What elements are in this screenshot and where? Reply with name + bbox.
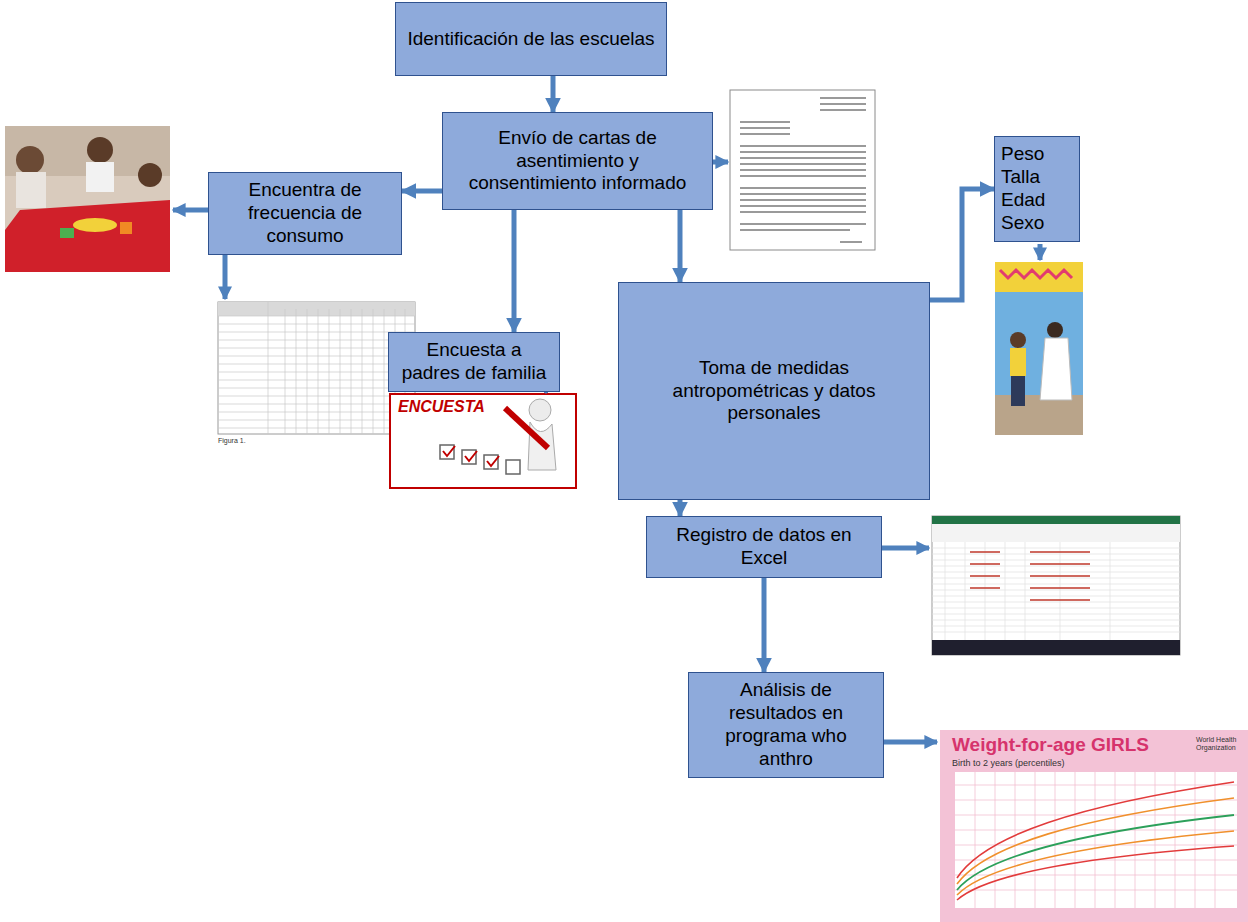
box-label: Encuentra de frecuencia de consumo [219, 179, 391, 247]
frequency-table-image [268, 302, 405, 434]
excel-screenshot [970, 552, 1090, 600]
box-label: Envío de cartas de asentimiento y consen… [453, 127, 702, 195]
excel-screenshot [945, 542, 1110, 640]
chart-title: Weight-for-age GIRLS [952, 734, 1149, 756]
measuring-photo [1010, 348, 1026, 376]
picture-arrows [223, 252, 228, 299]
growth-chart [957, 846, 1234, 900]
chart-subtitle: Birth to 2 years (percentiles) [952, 758, 1065, 768]
survey-image [506, 460, 520, 474]
excel-screenshot [932, 640, 1180, 655]
growth-chart [940, 730, 1248, 922]
flow-arrow [551, 76, 556, 112]
survey-image [505, 408, 548, 448]
process-box: Encuentra de frecuencia de consumo [208, 172, 402, 255]
letter-image [740, 98, 866, 242]
figure-caption: Figura 1. [218, 437, 246, 444]
growth-chart [955, 772, 1237, 908]
classroom-photo [5, 126, 170, 272]
box-text: Envío de cartas de asentimiento y consen… [453, 127, 702, 195]
classroom-photo [5, 200, 170, 272]
classroom-photo [120, 222, 132, 234]
measuring-photo [995, 262, 1083, 435]
flow-arrow [930, 189, 994, 300]
picture-arrows [1038, 244, 1043, 260]
growth-chart [975, 772, 1215, 908]
box-label: Identificación de las escuelas [407, 28, 654, 51]
flow-arrow [512, 210, 517, 332]
excel-screenshot [932, 516, 1180, 524]
survey-image [390, 394, 576, 488]
frequency-table-image [218, 302, 415, 316]
process-box: Análisis de resultados en programa who a… [688, 672, 884, 778]
picture-arrows [882, 546, 929, 551]
flow-arrow [678, 500, 683, 516]
measuring-photo [995, 262, 1083, 435]
box-label: Registro de datos en Excel [657, 524, 871, 570]
process-box: Envío de cartas de asentimiento y consen… [442, 112, 713, 210]
frequency-table-image [218, 302, 415, 434]
process-box: Registro de datos en Excel [646, 516, 882, 578]
classroom-photo [16, 172, 46, 208]
picture-arrows [884, 740, 937, 745]
box-label: Encuesta a padres de familia [399, 339, 549, 385]
box-text: Encuesta a padres de familia [399, 339, 549, 385]
letter-image [730, 90, 875, 250]
box-label: Toma de medidas antropométricas y datos … [629, 357, 919, 425]
process-box: Identificación de las escuelas [395, 2, 667, 76]
picture-arrows [713, 160, 728, 165]
survey-image [390, 394, 576, 488]
measuring-photo [1010, 332, 1026, 348]
survey-image [529, 399, 551, 421]
box-text: Identificación de las escuelas [407, 28, 654, 51]
box-text: Análisis de resultados en programa who a… [699, 679, 873, 770]
measuring-photo [1011, 376, 1025, 406]
box-label: Peso Talla Edad Sexo [1001, 143, 1073, 234]
growth-chart [957, 831, 1234, 895]
measuring-photo [995, 395, 1083, 435]
box-label: Análisis de resultados en programa who a… [699, 679, 873, 770]
measuring-photo [1047, 322, 1063, 338]
flow-arrow [762, 578, 767, 672]
survey-image [443, 446, 499, 466]
survey-title: ENCUESTA [398, 398, 485, 416]
letter-image [730, 90, 875, 250]
box-text: Peso Talla Edad Sexo [1001, 143, 1073, 234]
classroom-photo [60, 228, 74, 238]
classroom-photo [86, 162, 114, 192]
process-box: Encuesta a padres de familia [388, 332, 560, 392]
frequency-table-image [218, 302, 415, 434]
classroom-photo [5, 126, 170, 272]
chart-publisher: World Health Organization [1196, 736, 1244, 751]
flow-arrow [678, 210, 683, 282]
process-box: Toma de medidas antropométricas y datos … [618, 282, 930, 500]
frequency-table-image [218, 316, 415, 428]
classroom-photo [16, 146, 44, 174]
measuring-photo [1040, 338, 1072, 400]
excel-screenshot [932, 548, 1180, 632]
box-text: Toma de medidas antropométricas y datos … [629, 357, 919, 425]
excel-screenshot [932, 516, 1180, 655]
growth-chart [957, 815, 1234, 890]
process-box: Peso Talla Edad Sexo [994, 136, 1080, 242]
picture-arrows [173, 208, 208, 213]
picture-arrows [173, 162, 1040, 742]
classroom-photo [138, 163, 162, 187]
growth-chart [940, 730, 1248, 922]
box-text: Encuentra de frecuencia de consumo [219, 179, 391, 247]
excel-screenshot [932, 516, 1180, 655]
flow-arrow [402, 189, 442, 194]
excel-screenshot [932, 524, 1180, 542]
classroom-photo [73, 218, 117, 232]
measuring-photo [1000, 270, 1072, 278]
measuring-photo [995, 262, 1083, 292]
box-text: Registro de datos en Excel [657, 524, 871, 570]
classroom-photo [87, 137, 113, 163]
